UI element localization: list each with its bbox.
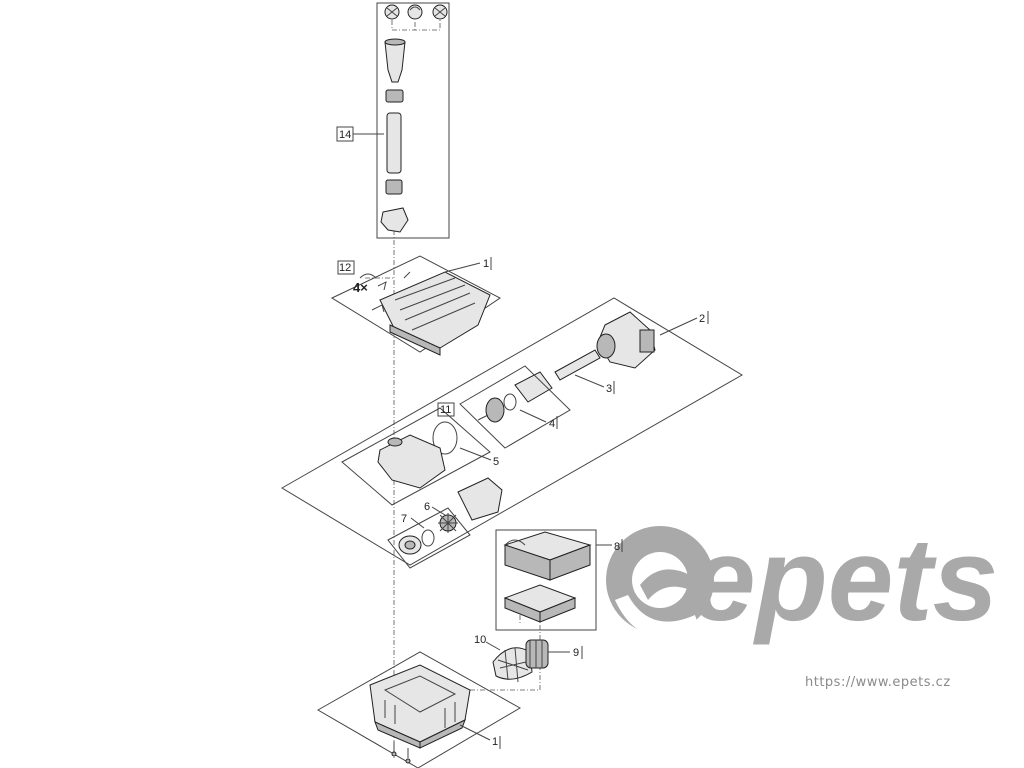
- housing-base-group: [316, 651, 522, 768]
- callout-3: 3: [574, 374, 615, 395]
- nozzle-head-3: [432, 4, 448, 20]
- pump-cover: [379, 271, 491, 349]
- callout-label-2: 2: [699, 313, 705, 325]
- callout-12: 12: [337, 260, 355, 275]
- prefilter-basket: [492, 647, 533, 683]
- callout-4: 4: [519, 409, 558, 430]
- callout-label-11: 11: [440, 404, 451, 416]
- ball-joint: [380, 207, 409, 233]
- nozzle-head-1: [384, 4, 400, 20]
- callout-label-8: 8: [614, 541, 620, 553]
- callout-label-4: 4: [549, 418, 555, 430]
- pump-motor: [596, 311, 656, 369]
- epets-watermark: epets https://www.epets.cz: [606, 514, 998, 690]
- callout-1-bottom: 1: [459, 724, 501, 749]
- filter-sponge-top: [503, 531, 592, 581]
- impeller-wheel: [438, 513, 458, 533]
- callout-label-3: 3: [606, 383, 612, 395]
- pump-body-frame: [281, 297, 743, 566]
- watermark-logo-text: epets: [690, 514, 998, 646]
- clip-icon: [359, 273, 377, 279]
- group-5-frame: [341, 407, 491, 506]
- gasket-ring: [421, 529, 435, 547]
- housing-base-frame: [316, 651, 522, 768]
- callout-14: 14: [336, 126, 384, 142]
- base-screws: [391, 742, 411, 764]
- bearing-cap: [398, 535, 422, 555]
- clip-quantity: 4×: [353, 280, 368, 295]
- impeller-parts-frame: [387, 507, 471, 569]
- callout-label-9: 9: [573, 647, 579, 659]
- pump-cover-group: [330, 255, 501, 356]
- nozzle-head-2: [407, 4, 423, 20]
- epets-logo-icon: [606, 526, 714, 638]
- bell-nozzle: [384, 41, 406, 83]
- callout-label-10: 10: [474, 634, 486, 646]
- callout-7: 7: [401, 513, 425, 529]
- housing-base: [369, 664, 471, 749]
- callout-11: 11: [437, 402, 455, 417]
- callout-label-14: 14: [339, 129, 351, 141]
- pump-housing: [377, 434, 446, 489]
- adapter-ring: [385, 89, 404, 103]
- motor-shaft: [554, 349, 601, 381]
- callout-label-6: 6: [424, 501, 430, 513]
- inlet-cover: [457, 477, 503, 521]
- callout-label-7: 7: [401, 513, 407, 525]
- o-ring: [432, 421, 458, 455]
- pump-cover-frame: [330, 255, 501, 353]
- callout-5: 5: [459, 447, 499, 468]
- filter-sponge-frame: [495, 529, 597, 631]
- filter-sponge-group: [495, 529, 597, 631]
- callout-9: 9: [548, 646, 583, 659]
- callout-8: 8: [596, 539, 623, 553]
- callout-6: 6: [424, 501, 446, 516]
- rotor-tube: [514, 371, 553, 403]
- callout-2: 2: [659, 311, 709, 336]
- impeller: [485, 397, 505, 423]
- filter-sponge-bottom: [503, 584, 577, 623]
- callout-label-1-bottom: 1: [492, 736, 498, 748]
- nozzle-assembly-group: [376, 2, 450, 239]
- callout-label-5: 5: [493, 456, 499, 468]
- strainer-core: [525, 639, 549, 669]
- tube-connector: [385, 179, 403, 195]
- pump-body-group: [281, 297, 743, 566]
- callout-label-1-top: 1: [483, 258, 489, 270]
- nozzle-assembly-frame: [376, 2, 450, 239]
- callout-1-top: 1: [444, 257, 492, 273]
- fixing-clips: 4×: [353, 273, 387, 295]
- telescopic-tube: [386, 112, 402, 174]
- callout-10: 10: [474, 634, 501, 651]
- impeller-parts-group: [387, 507, 471, 569]
- callout-label-12: 12: [339, 262, 351, 274]
- watermark-url[interactable]: https://www.epets.cz: [805, 675, 951, 690]
- group-4-frame: [459, 365, 571, 449]
